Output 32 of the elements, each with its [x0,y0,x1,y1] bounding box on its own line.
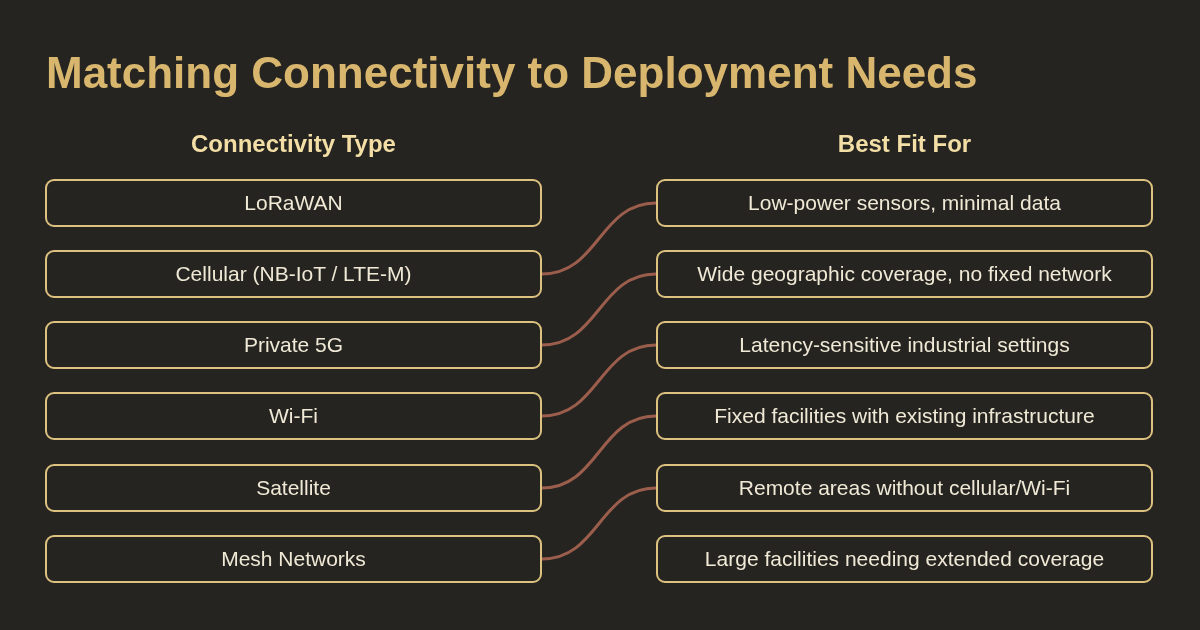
column-heading: Best Fit For [836,130,973,158]
use-case-box [656,464,1153,512]
connectivity-box [45,250,542,298]
column-heading: Connectivity Type [190,130,397,158]
box-text: Remote areas without cellular/Wi-Fi [738,476,1071,500]
title: Matching Connectivity to Deployment Needs [46,48,978,98]
connector-line [541,272,657,347]
box-text: Low-power sensors, minimal data [748,191,1061,215]
box-text: Private 5G [243,333,344,357]
connectivity-box [45,535,542,583]
box-text: Latency-sensitive industrial settings [739,333,1070,357]
box-text: LoRaWAN [244,191,343,215]
use-case-box [656,321,1153,369]
connectivity-box [45,321,542,369]
connector-line [541,414,657,490]
box-text: Cellular (NB-IoT / LTE-M) [175,262,412,286]
box-text: Fixed facilities with existing infrastructure [714,404,1095,428]
use-case-box [656,179,1153,227]
connector-line [541,486,657,561]
connectivity-box [45,179,542,227]
use-case-box [656,250,1153,298]
box-text: Satellite [256,476,331,500]
box-text: Wide geographic coverage, no fixed network [697,262,1112,286]
connectivity-box [45,392,542,440]
use-case-box [656,392,1153,440]
connector-line [541,343,657,418]
use-case-box [656,535,1153,583]
box-text: Large facilities needing extended coverage [704,547,1105,571]
box-text: Mesh Networks [221,547,366,571]
connectivity-box [45,464,542,512]
box-text: Wi-Fi [269,404,318,428]
connector-line [541,201,657,276]
